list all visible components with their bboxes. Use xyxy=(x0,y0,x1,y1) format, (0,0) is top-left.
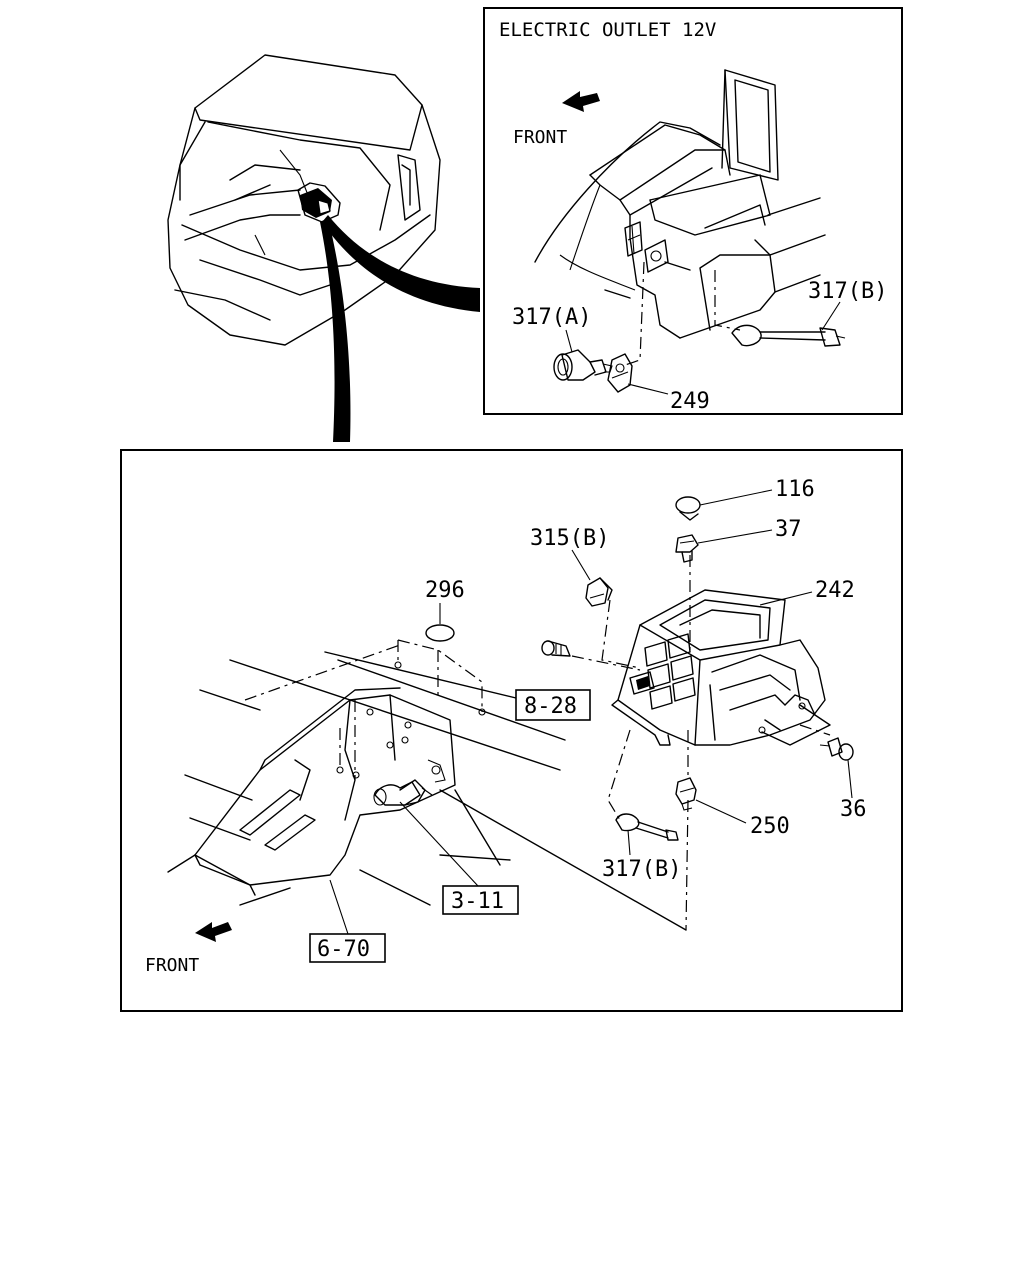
callout-317b-main: 317(B) xyxy=(602,857,681,882)
clip-315b-part xyxy=(585,577,613,607)
cap-116-part xyxy=(675,496,701,521)
inset-front-arrow-icon xyxy=(562,91,600,112)
callout-249: 249 xyxy=(670,389,710,414)
console-242-part xyxy=(611,589,831,746)
callout-116: 116 xyxy=(775,477,815,502)
bracket-249-part xyxy=(607,353,633,393)
callout-250: 250 xyxy=(750,814,790,839)
harness-317b-inset-part xyxy=(731,324,846,347)
clip-36-part xyxy=(819,737,854,761)
inset-console xyxy=(534,69,826,366)
harness-317b-main-part xyxy=(615,813,679,841)
leader-swoosh-main xyxy=(320,218,351,442)
pad-296-part xyxy=(425,624,455,642)
callout-242: 242 xyxy=(815,578,855,603)
svg-text:3-11: 3-11 xyxy=(451,889,504,914)
callout-317a: 317(A) xyxy=(512,305,591,330)
svg-text:6-70: 6-70 xyxy=(317,937,370,962)
cab-overview xyxy=(167,54,441,346)
callout-296: 296 xyxy=(425,578,465,603)
clip-250-part xyxy=(675,777,697,811)
screw-37-part xyxy=(675,534,699,563)
main-front-arrow-icon xyxy=(195,922,232,942)
callout-36: 36 xyxy=(840,797,867,822)
callout-315b: 315(B) xyxy=(530,526,609,551)
ref-box-6-70: 6-70 xyxy=(309,879,386,963)
callout-37: 37 xyxy=(775,517,802,542)
ref-box-3-11: 3-11 xyxy=(399,801,519,915)
inset-frame xyxy=(483,7,903,415)
inset-title: ELECTRIC OUTLET 12V xyxy=(499,19,716,41)
callout-317b-inset: 317(B) xyxy=(808,279,887,304)
ref-box-8-28: 8-28 xyxy=(515,689,591,721)
outlet-socket-part xyxy=(553,349,613,381)
floor-structure xyxy=(167,651,566,906)
main-front-label: FRONT xyxy=(145,955,199,976)
main-frame xyxy=(120,449,903,1012)
bulb-part xyxy=(541,640,571,657)
leader-swoosh-inset xyxy=(322,215,480,312)
svg-text:8-28: 8-28 xyxy=(524,694,577,719)
inset-front-label: FRONT xyxy=(513,127,567,148)
